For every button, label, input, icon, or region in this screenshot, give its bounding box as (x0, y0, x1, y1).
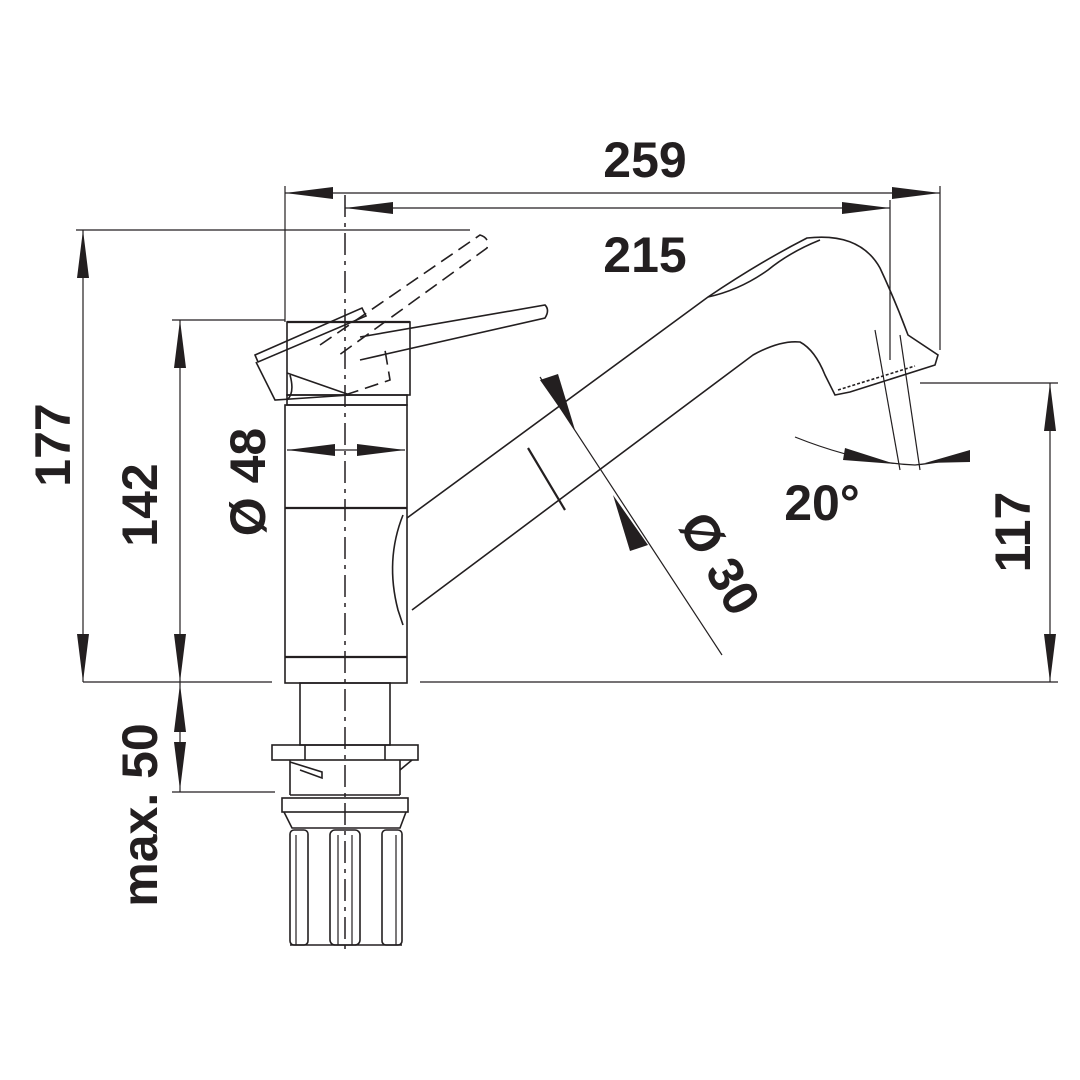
dim-body-diameter: Ø 48 (220, 428, 276, 536)
mounting-fitting (271, 682, 419, 946)
dim-max-counter-thickness: max. 50 (112, 723, 168, 906)
dim-spout-reach: 215 (603, 227, 686, 283)
dim-spout-diameter: Ø 30 (668, 503, 771, 625)
pull-out-spout (391, 236, 939, 626)
dim-lever-height: 142 (112, 463, 168, 546)
faucet-body (284, 404, 408, 684)
dim-total-height: 177 (25, 403, 81, 486)
dimension-lines (76, 186, 1058, 793)
lever-handle (253, 234, 549, 406)
dim-outlet-height: 117 (985, 492, 1041, 573)
dim-swivel-angle: 20° (784, 475, 860, 531)
dim-overall-length: 259 (603, 132, 686, 188)
spout-grip-ring (527, 447, 566, 511)
